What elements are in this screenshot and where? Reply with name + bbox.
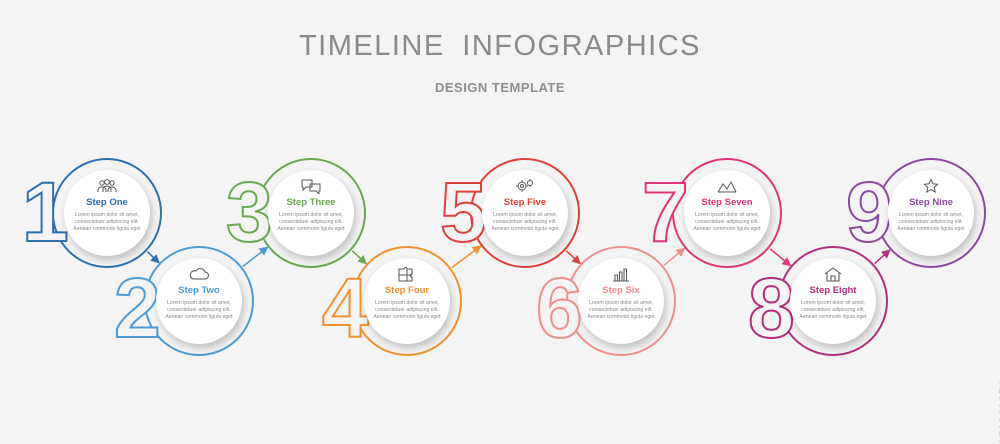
step-number: 9 (845, 165, 894, 259)
step-card: Step Nine Lorem ipsum dolor sit amet, co… (888, 170, 974, 256)
step-text: Lorem ipsum dolor sit amet, consectetuer… (491, 212, 559, 232)
chat-icon (268, 178, 354, 196)
step-text: Lorem ipsum dolor sit amet, consectetuer… (799, 300, 867, 320)
step-ring (672, 158, 782, 268)
step-2: 2 Step Two Lorem ipsum dolor sit amet, c… (113, 246, 254, 356)
connector-arrows (146, 245, 891, 269)
step-label: Step Six (602, 285, 640, 296)
connector-arrow (874, 249, 891, 265)
step-text: Lorem ipsum dolor sit amet, consectetuer… (373, 300, 441, 320)
step-text: Lorem ipsum dolor sit amet, consectetuer… (897, 212, 965, 232)
step-label: Step Five (503, 197, 547, 208)
step-number: 7 (641, 165, 690, 259)
puzzle-icon (364, 266, 450, 284)
step-number: 5 (439, 165, 488, 259)
connector-arrow (769, 248, 792, 267)
step-number: 6 (535, 261, 584, 355)
step-label: Step Two (178, 285, 220, 296)
step-card: Step Seven Lorem ipsum dolor sit amet, c… (684, 170, 770, 256)
step-label: Step Four (384, 285, 430, 296)
step-text: Lorem ipsum dolor sit amet, consectetuer… (165, 300, 233, 320)
page-title: TIMELINE INFOGRAPHICS (298, 30, 702, 62)
step-label: Step Eight (809, 285, 857, 296)
step-8: 8 Step Eight Lorem ipsum dolor sit amet,… (747, 246, 888, 356)
connector-arrow (663, 247, 686, 266)
step-ring (876, 158, 986, 268)
step-label: Step One (86, 197, 128, 208)
step-6: 6 Step Six Lorem ipsum dolor sit amet, c… (535, 246, 676, 356)
connector-arrow (351, 250, 368, 265)
step-3: 3 Step Three Lorem ipsum dolor sit amet,… (225, 158, 366, 268)
step-number: 3 (225, 165, 274, 259)
step-label: Step Nine (909, 197, 953, 208)
step-label: Step Seven (701, 197, 753, 208)
step-number: 2 (113, 261, 162, 355)
step-card: Step Four Lorem ipsum dolor sit amet, co… (364, 258, 450, 344)
step-text: Lorem ipsum dolor sit amet, consectetuer… (693, 212, 761, 232)
bar-chart-icon (578, 266, 664, 284)
step-card: Step Two Lorem ipsum dolor sit amet, con… (156, 258, 242, 344)
step-7: 7 Step Seven Lorem ipsum dolor sit amet,… (641, 158, 782, 268)
step-text: Lorem ipsum dolor sit amet, consectetuer… (587, 300, 655, 320)
connector-arrow (565, 250, 582, 265)
step-4: 4 Step Four Lorem ipsum dolor sit amet, … (321, 246, 462, 356)
cloud-icon (156, 266, 242, 284)
step-card: Step Eight Lorem ipsum dolor sit amet, c… (790, 258, 876, 344)
gears-icon (482, 178, 568, 196)
step-ring (256, 158, 366, 268)
step-text: Lorem ipsum dolor sit amet, consectetuer… (277, 212, 345, 232)
step-ring (352, 246, 462, 356)
connector-arrow (451, 245, 482, 269)
step-ring (566, 246, 676, 356)
step-5: 5 Step Five Lorem ipsum dolor sit amet, … (439, 158, 580, 268)
team-icon (64, 178, 150, 196)
step-ring (778, 246, 888, 356)
step-number: 1 (21, 165, 70, 259)
home-icon (790, 266, 876, 284)
step-1: 1 Step One Lorem ipsum dolor sit amet, c… (21, 158, 162, 268)
mountain-chart-icon (684, 178, 770, 196)
step-card: Step One Lorem ipsum dolor sit amet, con… (64, 170, 150, 256)
step-number: 4 (321, 261, 370, 355)
connector-arrow (146, 251, 160, 264)
connector-arrow (242, 246, 269, 267)
page-subtitle: DESIGN TEMPLATE (434, 80, 566, 95)
step-card: Step Three Lorem ipsum dolor sit amet, c… (268, 170, 354, 256)
step-ring (52, 158, 162, 268)
step-ring (144, 246, 254, 356)
star-icon (888, 178, 974, 196)
step-9: 9 Step Nine Lorem ipsum dolor sit amet, … (845, 158, 986, 268)
step-card: Step Six Lorem ipsum dolor sit amet, con… (578, 258, 664, 344)
step-number: 8 (747, 261, 796, 355)
step-card: Step Five Lorem ipsum dolor sit amet, co… (482, 170, 568, 256)
step-label: Step Three (286, 197, 336, 208)
step-text: Lorem ipsum dolor sit amet, consectetuer… (73, 212, 141, 232)
step-ring (470, 158, 580, 268)
